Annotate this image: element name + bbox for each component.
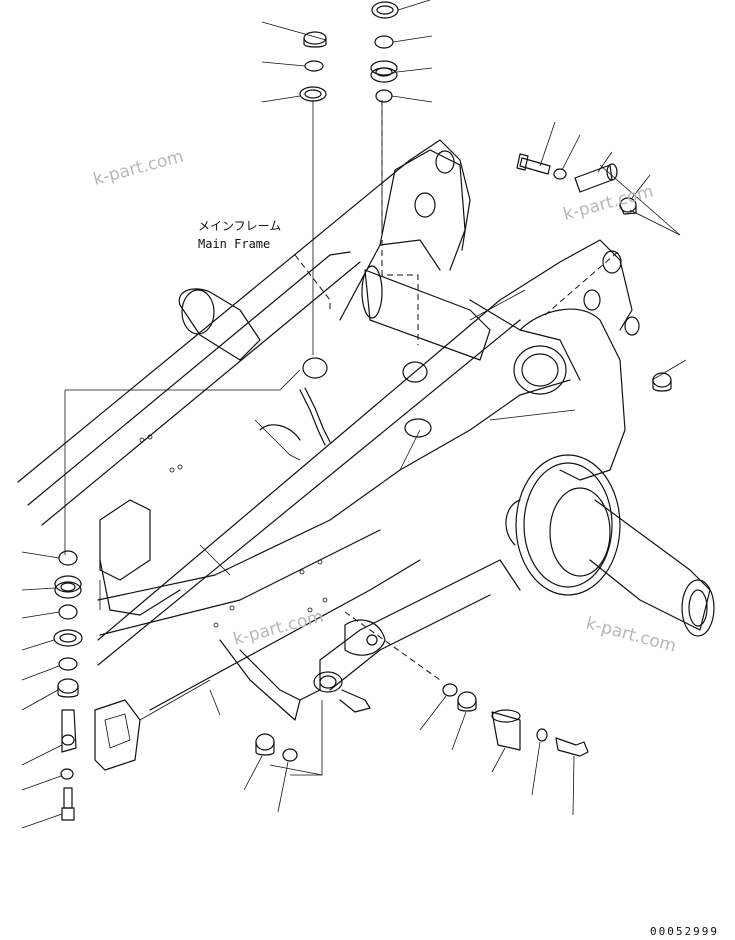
watermark: k-part.com	[91, 147, 186, 190]
watermark: k-part.com	[561, 182, 656, 225]
center-chain-detail	[254, 387, 331, 461]
parts-upper-right	[516, 121, 651, 215]
watermark: k-part.com	[231, 607, 326, 650]
main-frame-body	[17, 139, 633, 721]
bracket-plate	[94, 679, 211, 771]
leader-lines	[64, 100, 687, 776]
main-frame-label-en: Main Frame	[198, 237, 270, 251]
watermark: k-part.com	[584, 614, 679, 657]
figure-code: 00052999	[650, 925, 719, 938]
final-drive-hub	[499, 454, 715, 637]
parts-top-left-column	[261, 21, 327, 103]
main-frame-callout: メインフレーム Main Frame	[198, 219, 281, 251]
parts-top-right-column	[370, 0, 433, 103]
parts-left-column	[21, 550, 83, 829]
parts-right-cap	[652, 372, 672, 392]
frame-bosses	[139, 150, 640, 628]
main-frame-label-jp: メインフレーム	[198, 219, 281, 233]
parts-lower	[243, 683, 589, 816]
dashed-leaders	[294, 100, 621, 681]
